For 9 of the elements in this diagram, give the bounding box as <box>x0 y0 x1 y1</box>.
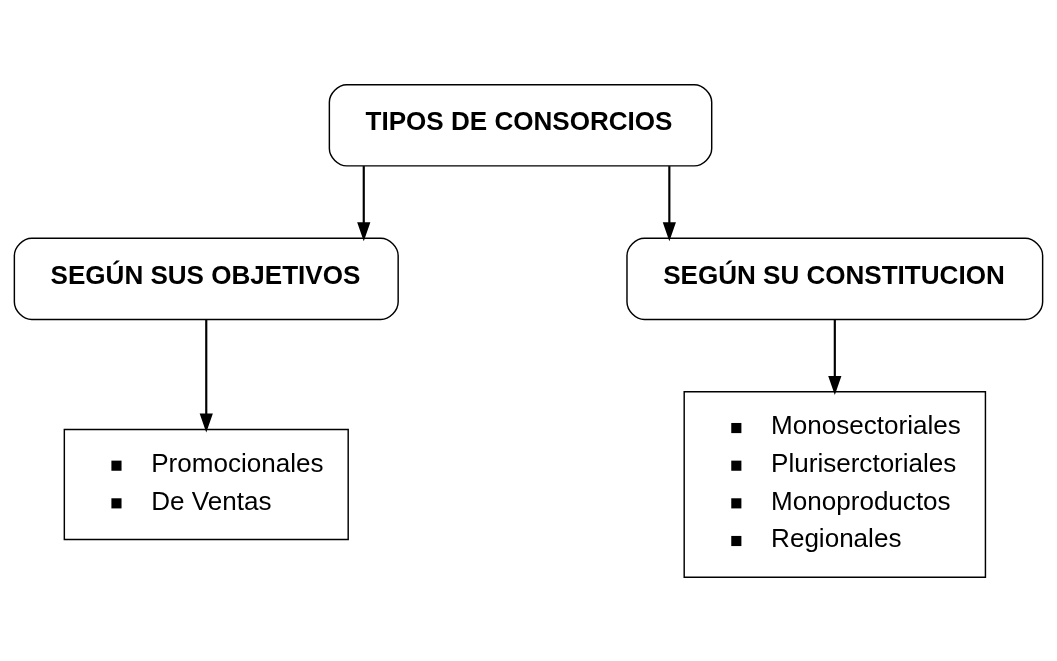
arrow <box>357 165 371 241</box>
node-box: SEGÚN SU CONSTITUCION <box>626 237 1044 320</box>
arrow <box>828 319 842 395</box>
arrow <box>662 165 676 241</box>
node-box: Promocionales De Ventas <box>63 428 349 540</box>
node-box: SEGÚN SUS OBJETIVOS <box>13 237 399 320</box>
node-box: Monosectoriales Pluriserctoriales Monoproductos Regionales <box>683 390 987 578</box>
arrow <box>199 319 213 432</box>
node-box: TIPOS DE CONSORCIOS <box>328 83 713 167</box>
